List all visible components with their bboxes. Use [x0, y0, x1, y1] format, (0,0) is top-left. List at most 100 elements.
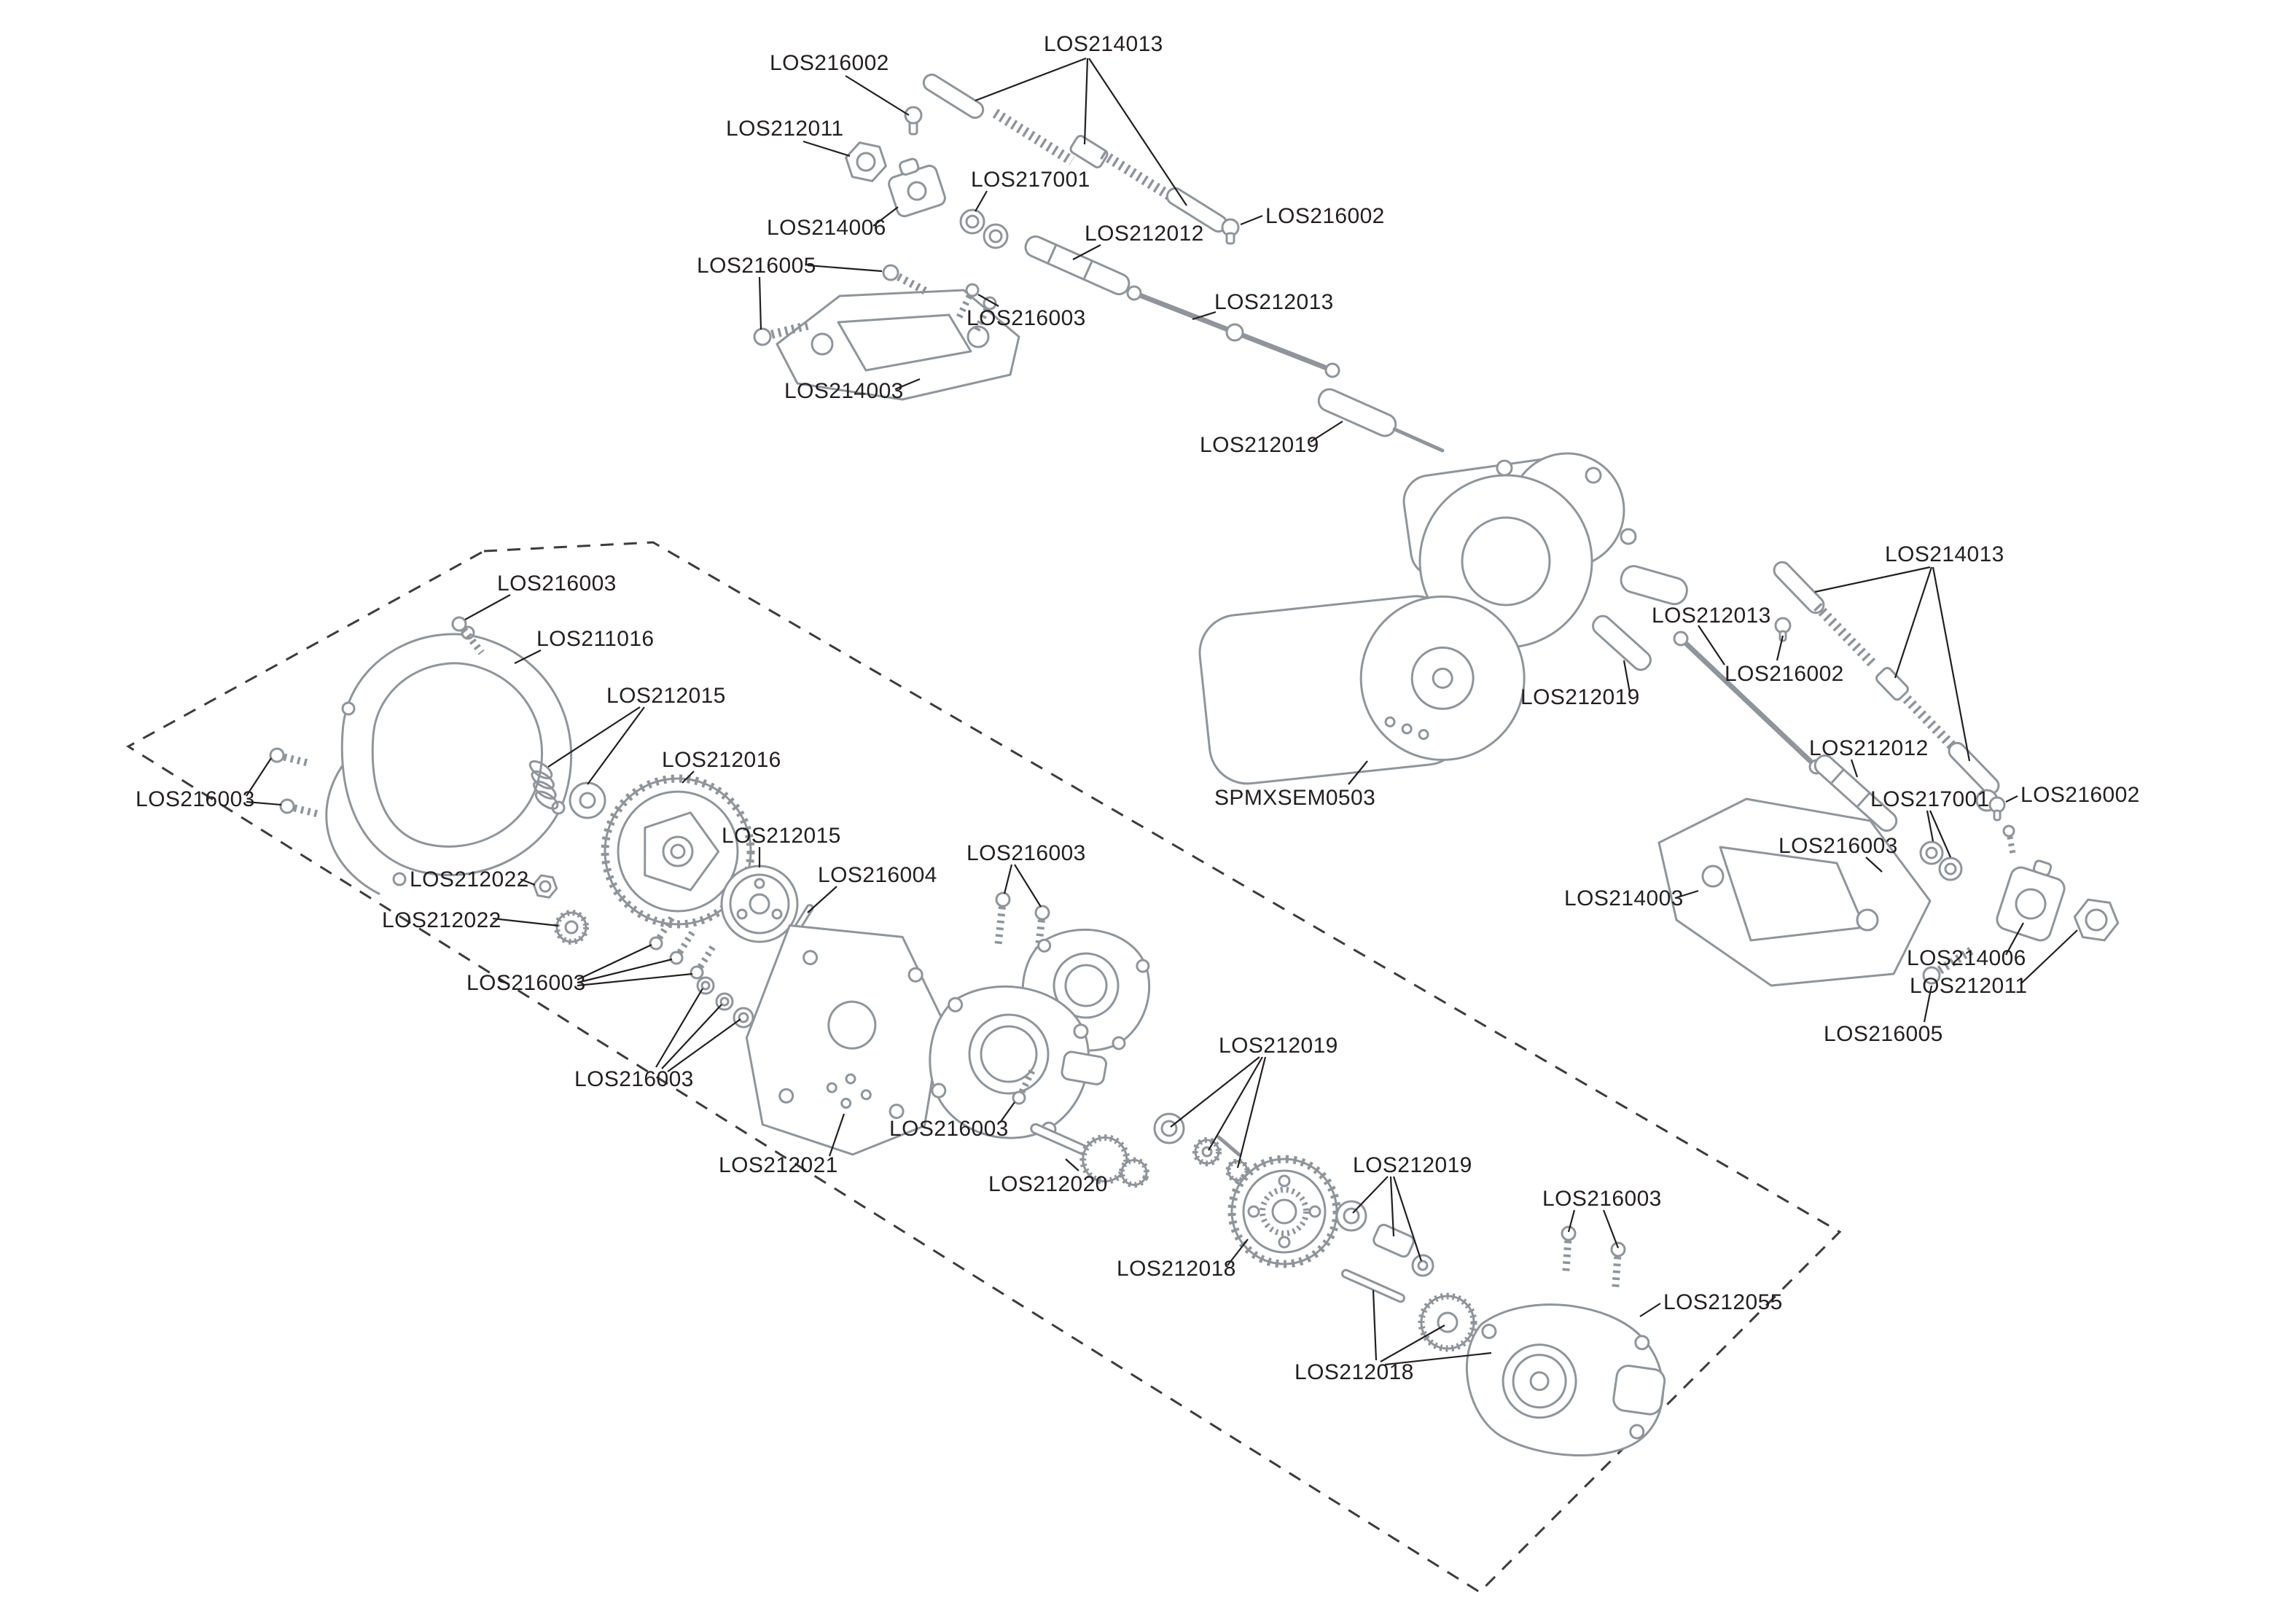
- screw-icon: [669, 929, 697, 965]
- leader-line: [520, 878, 536, 886]
- part-label-los216003-rear-case: LOS216003: [1542, 1187, 1662, 1211]
- leader-line: [1227, 1239, 1249, 1266]
- gear-cover: [325, 625, 573, 895]
- screw-icon: [994, 892, 1011, 945]
- leader-line: [845, 75, 910, 116]
- gear-case-front-half: [929, 985, 1108, 1139]
- leader-line: [682, 771, 695, 784]
- part-label-los212019-diff-right: LOS212019: [1353, 1153, 1472, 1177]
- part-label-los212018-diff: LOS212018: [1117, 1257, 1236, 1281]
- driveshaft: [1813, 754, 1898, 832]
- leader-line: [1926, 810, 1934, 842]
- leader-line: [1567, 1209, 1576, 1233]
- leader-line: [1674, 889, 1699, 900]
- suspension-arm: [1657, 797, 1932, 987]
- bearing: [983, 223, 1009, 249]
- part-label-los217001-front: LOS217001: [971, 168, 1090, 192]
- ball-stud-icon: [1988, 796, 2006, 822]
- driveshaft: [1024, 235, 1131, 296]
- screw-icon: [1012, 1067, 1036, 1105]
- bearing: [959, 208, 985, 235]
- leader-line: [547, 706, 641, 768]
- leader-line: [1389, 1176, 1395, 1237]
- leader-line: [1932, 566, 1971, 762]
- part-label-los216003-screw-fan2: LOS216003: [574, 1067, 694, 1091]
- leader-line: [1170, 1056, 1260, 1128]
- axle: [1592, 615, 1652, 671]
- part-label-spmxsem0503: SPMXSEM0503: [1214, 786, 1376, 810]
- part-label-los216004: LOS216004: [818, 863, 937, 887]
- rod-end: [922, 73, 985, 120]
- part-label-los212016: LOS212016: [662, 748, 781, 772]
- idler-gear: [1418, 1292, 1477, 1352]
- motor-can: [1198, 595, 1526, 785]
- leader-line: [1208, 1056, 1263, 1151]
- screw-icon: [1561, 1225, 1577, 1275]
- leader-line: [1929, 810, 1952, 858]
- part-label-los216002-front-top: LOS216002: [770, 51, 889, 75]
- ball-stud-icon: [904, 106, 923, 136]
- screw-icon: [1922, 945, 1975, 985]
- leader-line: [2020, 929, 2078, 985]
- leader-line: [999, 1101, 1015, 1123]
- leader-line: [492, 917, 559, 927]
- screw-icon: [451, 616, 485, 655]
- wheel-nut: [2073, 898, 2120, 942]
- turnbuckle-coupler: [1875, 666, 1909, 701]
- slipper-hub: [569, 781, 606, 819]
- part-label-los217001-rear: LOS217001: [1870, 787, 1990, 811]
- leader-line: [661, 1004, 722, 1069]
- rod-end: [1773, 561, 1825, 615]
- leader-line: [246, 800, 282, 806]
- leader-line: [1850, 759, 1859, 778]
- threaded-rod: [992, 109, 1075, 165]
- part-label-los212020: LOS212020: [988, 1172, 1108, 1196]
- leader-line: [1814, 566, 1931, 593]
- rear-camber-link-assembly: [1592, 561, 2120, 987]
- outdrive-cup: [1372, 1223, 1415, 1258]
- part-label-los212021: LOS212021: [719, 1153, 838, 1177]
- part-label-los214013-front: LOS214013: [1044, 32, 1163, 56]
- leader-line: [1236, 1056, 1267, 1169]
- part-label-los216003-case-screws: LOS216003: [967, 841, 1086, 865]
- slipper-spring: [528, 760, 559, 810]
- part-label-los214006-front: LOS214006: [767, 216, 886, 240]
- part-label-los216003-rear-screw: LOS216003: [1778, 834, 1898, 858]
- leader-line: [2005, 922, 2024, 956]
- screw-icon: [1034, 905, 1050, 959]
- leader-line: [975, 57, 1087, 102]
- washer: [1411, 1254, 1434, 1277]
- leader-line: [807, 886, 837, 913]
- part-label-los214013-rear: LOS214013: [1885, 542, 2004, 566]
- screw-icon: [882, 264, 930, 297]
- leader-line: [1192, 311, 1217, 321]
- leader-line: [246, 757, 272, 797]
- part-label-los216003-screw-fan1: LOS216003: [466, 971, 586, 995]
- motor-and-center-gearbox: [1198, 452, 1688, 785]
- bevel-gear: [1192, 1137, 1222, 1166]
- leader-line: [1894, 566, 1933, 679]
- part-label-los216003-front: LOS216003: [967, 306, 1086, 330]
- leader-line: [1003, 864, 1013, 894]
- part-label-los212015-plate: LOS212015: [722, 824, 841, 848]
- leader-line: [828, 1113, 846, 1157]
- part-label-los212018-idler: LOS212018: [1295, 1360, 1414, 1384]
- leader-line: [1065, 1158, 1079, 1171]
- part-label-los216002-front-right: LOS216002: [1265, 204, 1385, 228]
- leader-line: [1240, 214, 1263, 226]
- dogbone: [1126, 285, 1340, 378]
- transmission-exploded-assembly: [269, 616, 1666, 1457]
- leader-line: [577, 958, 673, 984]
- part-label-los216005-rear: LOS216005: [1824, 1022, 1943, 1046]
- leader-line: [1923, 985, 1933, 1023]
- rod-end: [1948, 741, 2000, 795]
- leader-line: [1088, 58, 1187, 206]
- leader-line: [1384, 1351, 1492, 1366]
- part-label-los214003-rear: LOS214003: [1564, 886, 1684, 910]
- knurled-hub: [554, 910, 589, 945]
- threaded-rod: [1100, 149, 1177, 203]
- leader-line: [1014, 864, 1042, 908]
- leader-line: [975, 190, 988, 212]
